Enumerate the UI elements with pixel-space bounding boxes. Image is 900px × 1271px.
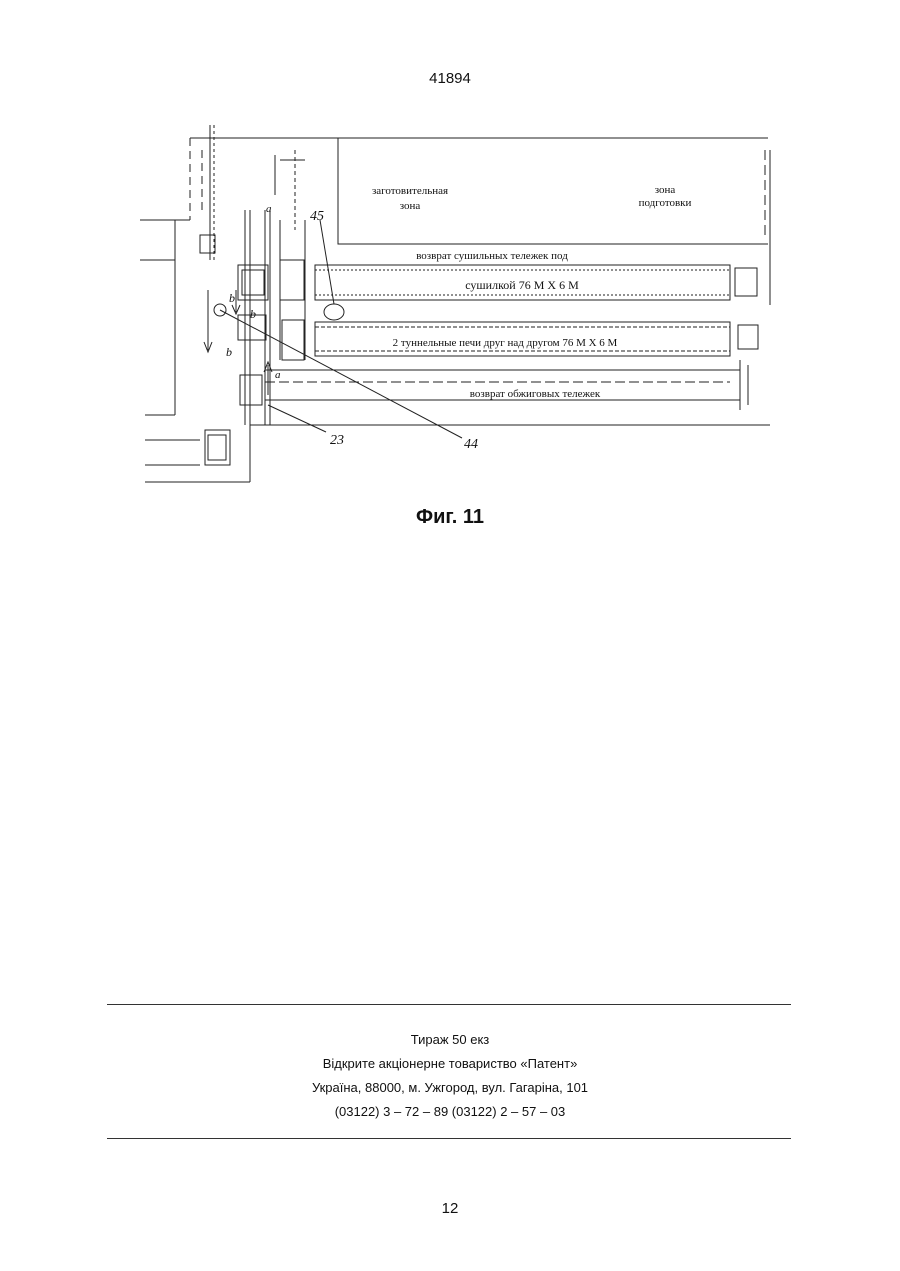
footer-divider-bottom: [107, 1138, 791, 1139]
ref-b-1: b: [229, 291, 235, 305]
label-dryer-return-1: возврат сушильных тележек под: [416, 250, 568, 262]
figure-caption: Фиг. 11: [0, 506, 900, 529]
phones-line: (03122) 3 – 72 – 89 (03122) 2 – 57 – 03: [0, 1100, 900, 1124]
publisher-info: Тираж 50 екз Відкрите акціонерне товарис…: [0, 1028, 900, 1124]
circulation-line: Тираж 50 екз: [0, 1028, 900, 1052]
label-procurement-zone-2: зона: [400, 200, 421, 212]
plant-layout-diagram: заготовительная зона зона подготовки воз…: [130, 120, 780, 490]
address-line: Україна, 88000, м. Ужгород, вул. Гагарін…: [0, 1076, 900, 1100]
ref-a-bottom: a: [275, 369, 281, 381]
label-preparation-zone-2: подготовки: [639, 197, 692, 209]
ref-45: 45: [310, 209, 324, 224]
label-kiln-return: возврат обжиговых тележек: [470, 388, 601, 400]
ref-44: 44: [464, 437, 478, 452]
ref-a-top: a: [266, 203, 272, 215]
ref-23: 23: [330, 433, 344, 448]
label-dryer-return-2: сушилкой 76 М Х 6 М: [465, 278, 579, 292]
footer-divider-top: [107, 1004, 791, 1005]
label-kilns: 2 туннельные печи друг над другом 76 М Х…: [393, 337, 618, 349]
company-line: Відкрите акціонерне товариство «Патент»: [0, 1052, 900, 1076]
figure-11-drawing: заготовительная зона зона подготовки воз…: [130, 120, 780, 490]
ref-b-2: b: [226, 345, 232, 359]
label-preparation-zone-1: зона: [655, 184, 676, 196]
label-procurement-zone-1: заготовительная: [372, 185, 448, 197]
patent-number: 41894: [0, 70, 900, 87]
ref-b-3: b: [250, 307, 256, 321]
page-number: 12: [0, 1200, 900, 1217]
